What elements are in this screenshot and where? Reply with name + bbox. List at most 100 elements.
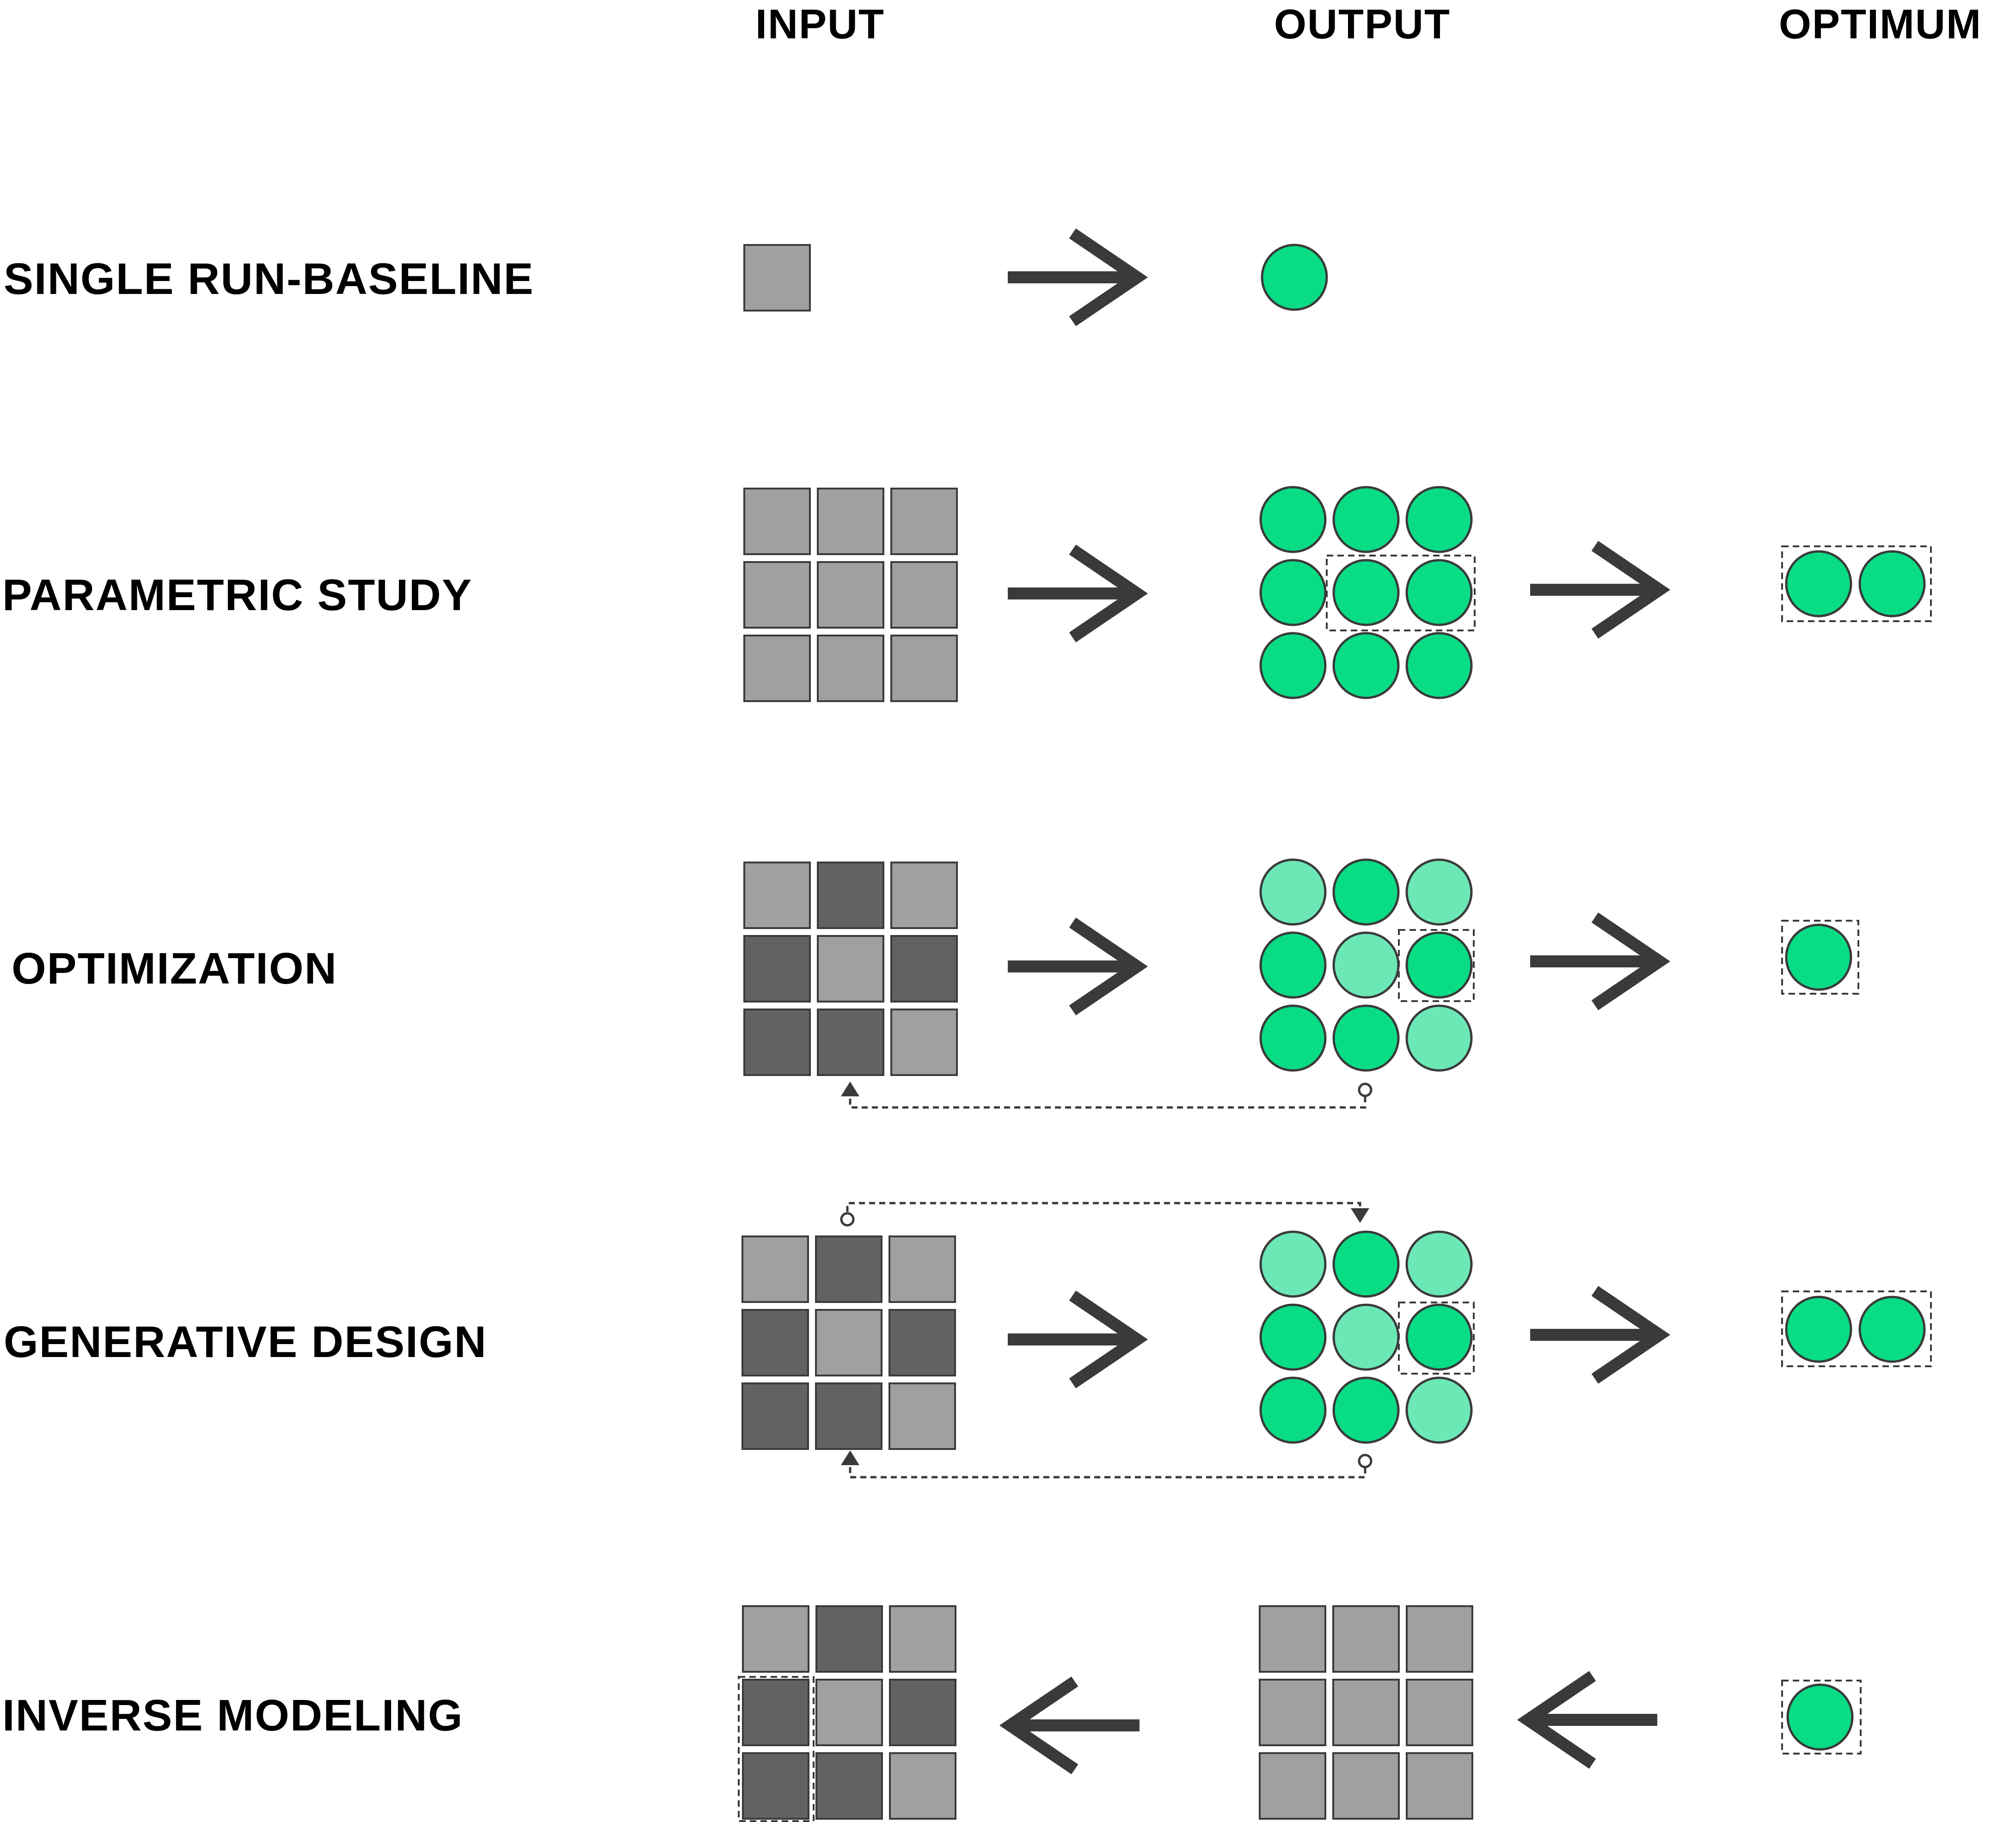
generative-output-circle	[1259, 1303, 1327, 1371]
optimization-input-square	[743, 1009, 811, 1076]
optimization-selection-box	[1398, 929, 1475, 1002]
generative-input-square	[815, 1309, 882, 1376]
generative-output-circle	[1332, 1376, 1400, 1444]
inverse-input-square	[815, 1605, 883, 1673]
generative-top-loop-line	[846, 1202, 1361, 1212]
generative-optimum-box	[1781, 1290, 1932, 1367]
generative-optimum-arrow	[1530, 1286, 1671, 1384]
optimization-input-square	[817, 1009, 884, 1076]
inverse-input-square	[815, 1679, 883, 1746]
optimization-output-circle	[1332, 858, 1400, 926]
row-label-single-run-baseline: SINGLE RUN-BASELINE	[4, 254, 534, 304]
generative-input-square	[741, 1309, 809, 1376]
generative-optimum-circle	[1858, 1296, 1926, 1363]
inverse-input-square	[889, 1605, 956, 1673]
generative-input-square	[889, 1309, 956, 1376]
optimization-input-square	[890, 935, 958, 1003]
header-input: INPUT	[755, 1, 885, 48]
generative-top-loop-start	[840, 1212, 855, 1227]
parametric-optimum-arrow	[1530, 541, 1671, 639]
parametric-input-square	[743, 488, 811, 555]
parametric-optimum-circle	[1858, 550, 1926, 618]
generative-selection-box	[1398, 1302, 1475, 1375]
parametric-output-circle	[1405, 486, 1473, 553]
generative-output-circle	[1259, 1230, 1327, 1298]
optimization-feedback-line	[849, 1095, 1366, 1109]
parametric-output-circle	[1259, 559, 1327, 626]
inverse-input-square	[742, 1605, 809, 1673]
optimization-forward-arrow	[1008, 917, 1148, 1015]
parametric-output-circle	[1332, 486, 1400, 553]
header-optimum: OPTIMUM	[1779, 1, 1982, 48]
inverse-input-square	[742, 1679, 809, 1746]
row-label-parametric-study: PARAMETRIC STUDY	[2, 570, 472, 620]
optimization-output-circle	[1405, 858, 1473, 926]
optimization-optimum-circle	[1785, 923, 1852, 991]
optimization-input-square	[743, 862, 811, 929]
generative-feedback-arrowhead	[841, 1450, 859, 1465]
inverse-optimum-circle	[1786, 1683, 1854, 1751]
row-label-optimization: OPTIMIZATION	[12, 944, 337, 993]
parametric-output-circle	[1405, 632, 1473, 699]
optimization-input-square	[890, 1009, 958, 1076]
inverse-optimum-box	[1781, 1680, 1862, 1755]
inverse-selection-box	[738, 1676, 815, 1822]
optimization-output-circle	[1259, 931, 1327, 999]
generative-input-square	[815, 1235, 882, 1303]
optimization-input-square	[743, 935, 811, 1003]
parametric-input-square	[890, 488, 958, 555]
inverse-output-square	[1259, 1605, 1326, 1673]
generative-feedback-line	[849, 1464, 1366, 1479]
inverse-output-square	[1259, 1679, 1326, 1746]
parametric-output-circle	[1332, 632, 1400, 699]
baseline-forward-arrow	[1008, 228, 1148, 326]
optimization-feedback-start	[1358, 1082, 1373, 1097]
parametric-input-square	[817, 488, 884, 555]
generative-output-circle	[1405, 1376, 1473, 1444]
generative-output-circle	[1405, 1230, 1473, 1298]
inverse-output-square	[1406, 1752, 1473, 1820]
inverse-output-square	[1332, 1752, 1400, 1820]
inverse-input-square	[889, 1752, 956, 1820]
optimization-feedback-arrowhead	[841, 1082, 859, 1096]
generative-top-loop-arrowhead	[1351, 1208, 1369, 1223]
optimization-input-square	[817, 862, 884, 929]
parametric-output-circle	[1259, 486, 1327, 553]
parametric-input-square	[890, 635, 958, 702]
optimization-output-circle	[1259, 1004, 1327, 1072]
generative-forward-arrow	[1008, 1290, 1148, 1388]
optimization-output-circle	[1332, 1004, 1400, 1072]
inverse-output-square	[1332, 1605, 1400, 1673]
generative-output-circle	[1332, 1230, 1400, 1298]
generative-input-square	[889, 1235, 956, 1303]
inverse-input-square	[889, 1679, 956, 1746]
generative-optimum-circle	[1785, 1296, 1852, 1363]
optimization-optimum-arrow	[1530, 912, 1671, 1010]
parametric-input-square	[743, 635, 811, 702]
optimization-output-circle	[1405, 931, 1473, 999]
row-label-inverse-modeling: INVERSE MODELING	[2, 1691, 464, 1740]
parametric-output-circle	[1259, 632, 1327, 699]
generative-feedback-start	[1358, 1454, 1373, 1468]
optimization-output-circle	[1259, 858, 1327, 926]
generative-input-square	[815, 1382, 882, 1450]
row-label-generative-design: GENERATIVE DESIGN	[4, 1317, 487, 1367]
optimization-output-circle	[1332, 931, 1400, 999]
inverse-output-square	[1406, 1605, 1473, 1673]
generative-output-circle	[1259, 1376, 1327, 1444]
generative-output-circle	[1405, 1303, 1473, 1371]
parametric-input-square	[817, 635, 884, 702]
parametric-input-square	[890, 561, 958, 629]
inverse-output-square	[1332, 1679, 1400, 1746]
baseline-output-circle	[1261, 244, 1328, 311]
inverse-backward-arrow	[999, 1676, 1140, 1774]
inverse-input-square	[815, 1752, 883, 1820]
header-output: OUTPUT	[1274, 1, 1451, 48]
generative-input-square	[889, 1382, 956, 1450]
parametric-input-square	[743, 561, 811, 629]
parametric-optimum-circle	[1785, 550, 1852, 618]
parametric-selection-box	[1326, 555, 1476, 631]
parametric-optimum-box	[1781, 545, 1932, 622]
